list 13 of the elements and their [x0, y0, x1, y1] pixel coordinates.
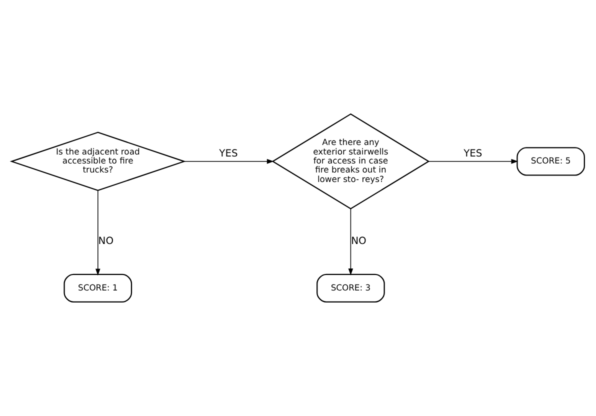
edge-label: YES	[464, 148, 482, 160]
edge-label: NO	[351, 236, 366, 248]
node-box: SCORE: 1	[64, 274, 132, 303]
arrow	[348, 208, 354, 276]
node-box: SCORE: 5	[516, 147, 585, 176]
arrow	[95, 190, 100, 276]
edge-label: NO	[98, 236, 114, 248]
node-diamond: Is the adjacent road accessible to fire trucks?	[10, 132, 186, 192]
arrow	[184, 159, 274, 164]
edge-label: YES	[219, 148, 238, 160]
node-diamond: Are there any exterior stairwells for access in case fire breaks out in lower sto- reys?	[272, 113, 430, 210]
arrow	[428, 159, 518, 164]
node-box: SCORE: 3	[316, 274, 385, 303]
